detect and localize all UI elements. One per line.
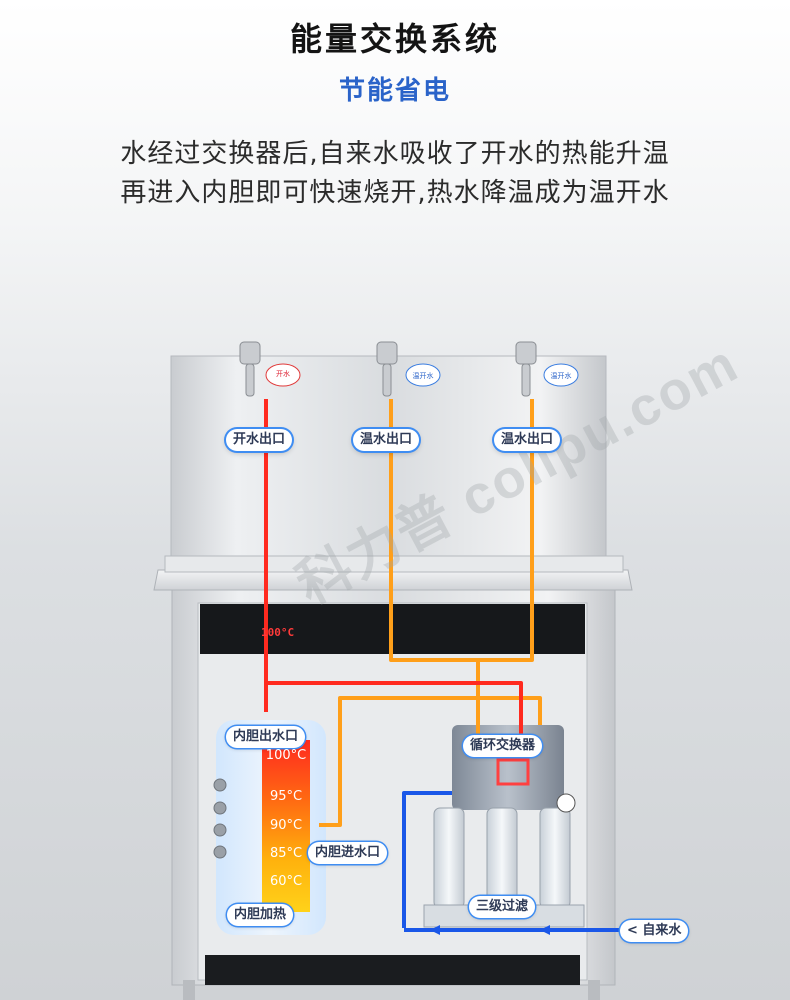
tank-heating-label: 内胆加热 xyxy=(227,904,294,926)
faucet-2 xyxy=(376,341,398,397)
tank-temp-60: 60°C xyxy=(269,874,303,889)
page-title: 能量交换系统 xyxy=(289,20,500,58)
faucet-1 xyxy=(239,341,261,397)
tap-badge-boiling: 开水 xyxy=(276,370,290,378)
description-line-2: 再进入内胆即可快速烧开,热水降温成为温开水 xyxy=(120,178,670,208)
faucet-3 xyxy=(515,341,537,397)
filter-label: 三级过滤 xyxy=(469,896,536,918)
outlet-warm-2-label: 温水出口 xyxy=(494,429,561,451)
page-subtitle: 节能省电 xyxy=(338,76,451,106)
tank-temp-100: 100°C xyxy=(265,748,307,763)
heat-exchanger-label: 循环交换器 xyxy=(463,735,543,757)
tank-temp-90: 90°C xyxy=(269,818,303,833)
tap-badge-warm-1: 温开水 xyxy=(412,372,434,380)
tap-badge-warm-2: 温开水 xyxy=(550,372,572,380)
tank-outlet-label: 内胆出水口 xyxy=(226,726,306,748)
outlet-warm-1-label: 温水出口 xyxy=(353,429,420,451)
tank-temp-85: 85°C xyxy=(269,846,303,861)
outlet-boiling-label: 开水出口 xyxy=(226,429,293,451)
tap-water-label: < 自来水 xyxy=(620,920,689,942)
tank-temp-95: 95°C xyxy=(269,789,303,804)
tank-inlet-label: 内胆进水口 xyxy=(308,842,388,864)
description-line-1: 水经过交换器后,自来水吸收了开水的热能升温 xyxy=(120,139,670,169)
temperature-display: 100°C xyxy=(261,626,295,639)
